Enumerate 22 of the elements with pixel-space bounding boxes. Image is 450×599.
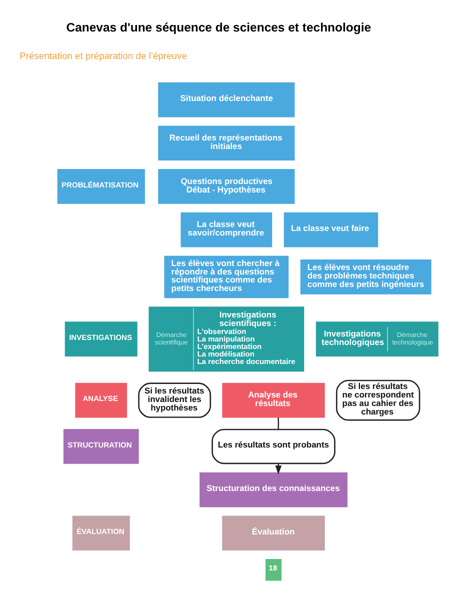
node-box: STRUCTURATION (63, 429, 139, 464)
node-box: INVESTIGATIONS (64, 322, 138, 356)
node-box: Situation déclenchante (158, 82, 295, 118)
node-box: ÉVALUATION (72, 516, 130, 551)
node-box: Si les résultats ne correspondent pas au cahier des charges (336, 380, 420, 421)
node-box: Si les résultats invalident les hypothèses (138, 382, 212, 418)
node-box: Évaluation (222, 516, 325, 551)
node-box: Structuration des connaissances (200, 472, 348, 508)
diagram-title: Canevas d'une séquence de sciences et technologie (66, 20, 372, 34)
node-box: Questions productives Débat - Hypothèses (158, 169, 295, 204)
node-box: Analyse des résultats (222, 382, 325, 418)
node-box: La classe veut faire (284, 212, 378, 248)
node-box: Les élèves vont résoudre des problèmes techniques comme des petits ingénieurs (300, 259, 432, 294)
node-box: Recueil des représentations initiales (158, 126, 295, 161)
node-box: 18 (266, 559, 282, 581)
node-box: PROBLÉMATISATION (57, 169, 145, 204)
node-box: Les élèves vont chercher à répondre à des questions scientifiques comme des petits chercheurs (164, 256, 289, 298)
node-box: La classe veut savoir/comprendre (180, 212, 272, 248)
node-box: ANALYSE (75, 382, 128, 418)
node-box: Les résultats sont probants (212, 428, 336, 464)
connector (278, 417, 280, 430)
label: Présentation et préparation de l’épreuve (20, 50, 187, 61)
